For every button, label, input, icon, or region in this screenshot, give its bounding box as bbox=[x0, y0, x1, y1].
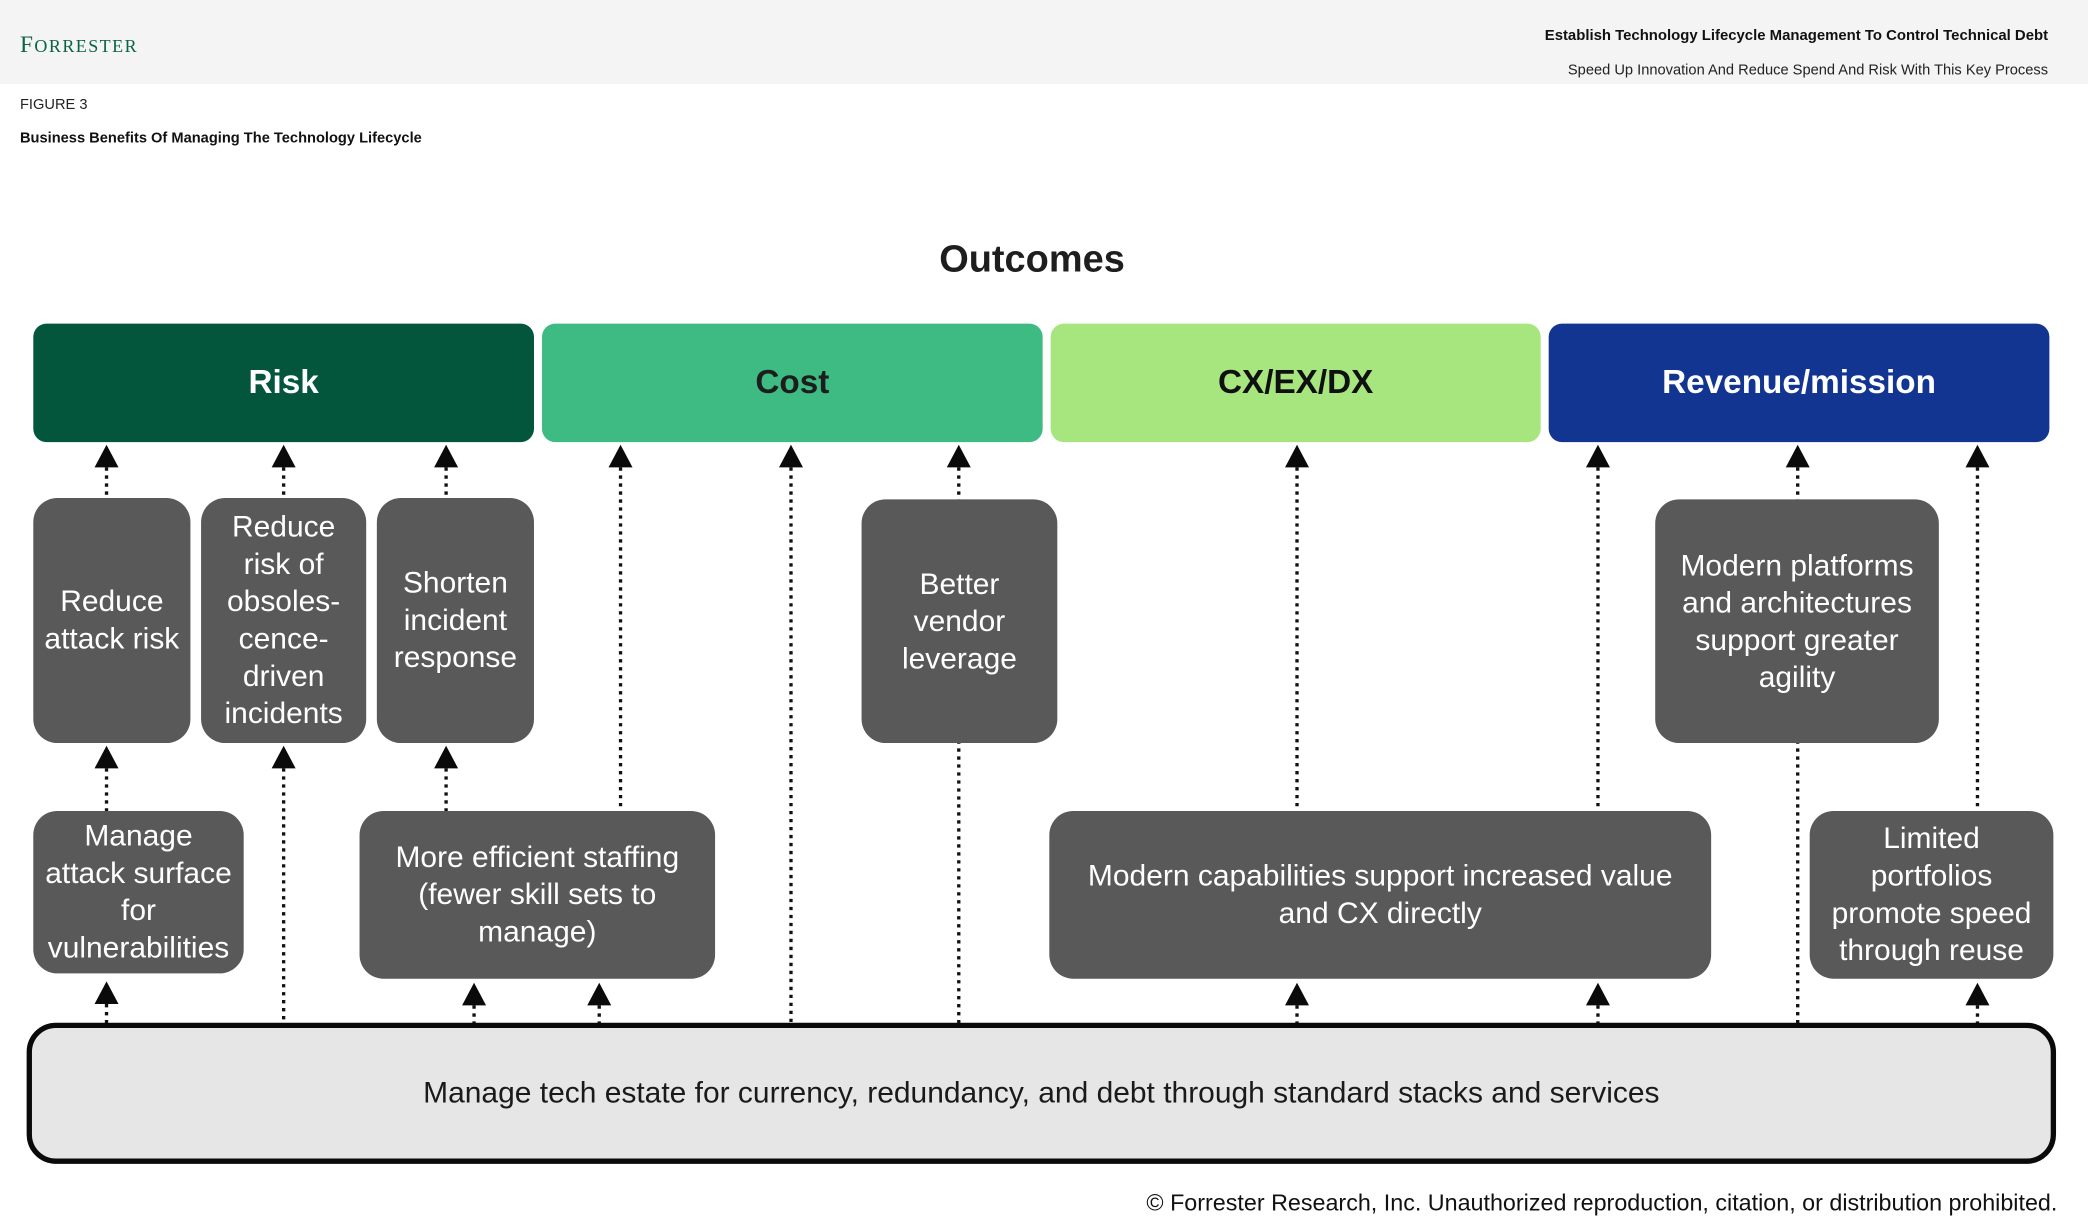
node-label-line: vendor bbox=[913, 603, 1006, 638]
enabler-efficient-staffing: More efficient staffing (fewer skill set… bbox=[359, 810, 716, 979]
arrow-reduce-attack-risk-to-risk bbox=[94, 444, 119, 501]
arrow-efficient-staffing-to-cost bbox=[608, 444, 633, 814]
enabler-limited-portfolios: Limited portfolios promote speed through… bbox=[1809, 810, 2054, 979]
node-label-line: obsoles- bbox=[227, 584, 341, 618]
outcome-cost: Cost bbox=[541, 323, 1043, 443]
node-label-line: risk of bbox=[243, 547, 324, 581]
node-label-line: driven bbox=[242, 659, 325, 693]
arrow-foundation-to-cost bbox=[779, 444, 803, 1026]
arrow-foundation-to-modern-capabilities-right bbox=[1585, 982, 1610, 1026]
node-label-line: Reduce bbox=[231, 510, 336, 544]
benefit-reduce-attack-risk: Reduce attack risk bbox=[33, 498, 191, 744]
arrow-foundation-to-limited-portfolios bbox=[1965, 982, 1990, 1026]
forrester-logo: FORRESTER bbox=[19, 30, 139, 58]
arrow-modern-capabilities-to-revenue bbox=[1585, 444, 1610, 814]
node-label-line: for bbox=[120, 893, 156, 927]
benefit-modern-platforms-agility: Modern platforms and architectures suppo… bbox=[1655, 499, 1939, 744]
node-label-line: Reduce bbox=[60, 584, 164, 618]
outcome-risk: Risk bbox=[33, 323, 534, 443]
node-label-line: incidents bbox=[224, 696, 343, 730]
node-label-line: More efficient staffing bbox=[395, 840, 680, 874]
node-label-line: and architectures bbox=[1682, 585, 1912, 619]
copyright-notice: © Forrester Research, Inc. Unauthorized … bbox=[1146, 1189, 2058, 1216]
arrow-efficient-staffing-to-shorten-response bbox=[434, 745, 459, 814]
node-label-line: attack surface bbox=[45, 856, 232, 890]
node-label-line: portfolios bbox=[1870, 858, 1993, 893]
benefit-reduce-obsolescence-incidents: Reduce risk of obsoles- cence- driven in… bbox=[201, 498, 367, 744]
arrow-vendor-leverage-to-cost bbox=[946, 444, 971, 503]
outcome-revenue-mission: Revenue/mission bbox=[1548, 323, 2050, 443]
foundation-label: Manage tech estate for currency, redunda… bbox=[423, 1075, 1660, 1110]
node-label-line: response bbox=[393, 640, 518, 674]
figure-title: Business Benefits Of Managing The Techno… bbox=[19, 130, 422, 147]
arrow-modern-platforms-to-revenue bbox=[1785, 444, 1810, 503]
enabler-modern-capabilities: Modern capabilities support increased va… bbox=[1049, 810, 1712, 979]
node-label-line: attack risk bbox=[44, 621, 180, 656]
node-label-line: agility bbox=[1758, 659, 1836, 694]
arrow-foundation-to-efficient-staffing-right bbox=[587, 982, 612, 1026]
node-label-line: Better bbox=[919, 566, 1000, 600]
foundation-box: Manage tech estate for currency, redunda… bbox=[26, 1022, 2057, 1164]
node-label-line: Manage bbox=[84, 818, 193, 853]
arrow-foundation-to-efficient-staffing-left bbox=[462, 982, 487, 1026]
figure-number: FIGURE 3 bbox=[19, 97, 88, 114]
node-label-line: and CX directly bbox=[1278, 896, 1482, 930]
outcomes-heading: Outcomes bbox=[939, 238, 1125, 281]
node-label-line: Modern capabilities support increased va… bbox=[1087, 858, 1673, 893]
arrow-shorten-response-to-risk bbox=[434, 444, 459, 501]
node-label-line: cence- bbox=[238, 621, 329, 656]
node-label-line: promote speed bbox=[1831, 896, 2032, 930]
node-label-line: vulnerabilities bbox=[47, 930, 230, 965]
node-label-line: manage) bbox=[478, 914, 597, 949]
report-title: Establish Technology Lifecycle Managemen… bbox=[1544, 27, 2049, 44]
benefit-shorten-incident-response: Shorten incident response bbox=[376, 498, 534, 744]
node-label-line: (fewer skill sets to bbox=[418, 877, 657, 911]
benefit-better-vendor-leverage: Better vendor leverage bbox=[861, 499, 1058, 744]
arrow-obsolescence-incidents-to-risk bbox=[271, 444, 296, 501]
header-band bbox=[0, 0, 2088, 84]
enabler-manage-attack-surface: Manage attack surface for vulnerabilitie… bbox=[33, 810, 244, 974]
node-label-line: Modern platforms bbox=[1680, 547, 1914, 582]
arrow-foundation-to-modern-capabilities-left bbox=[1285, 982, 1309, 1026]
node-label-line: Shorten bbox=[402, 565, 508, 600]
node-label-line: support greater bbox=[1695, 622, 1899, 656]
arrow-modern-capabilities-to-cx bbox=[1285, 444, 1309, 814]
node-label-line: incident bbox=[403, 603, 508, 637]
arrow-attack-surface-to-reduce-attack-risk bbox=[94, 745, 119, 814]
arrow-limited-portfolios-to-revenue bbox=[1965, 444, 1990, 814]
node-label-line: through reuse bbox=[1839, 933, 2024, 967]
node-label-line: Limited bbox=[1883, 821, 1980, 855]
outcome-cx-ex-dx: CX/EX/DX bbox=[1050, 323, 1541, 443]
node-label-line: leverage bbox=[901, 641, 1017, 675]
arrow-foundation-to-obsolescence-incidents bbox=[271, 745, 296, 1026]
report-subtitle: Speed Up Innovation And Reduce Spend And… bbox=[1567, 62, 2049, 79]
arrow-foundation-to-attack-surface bbox=[94, 981, 119, 1026]
